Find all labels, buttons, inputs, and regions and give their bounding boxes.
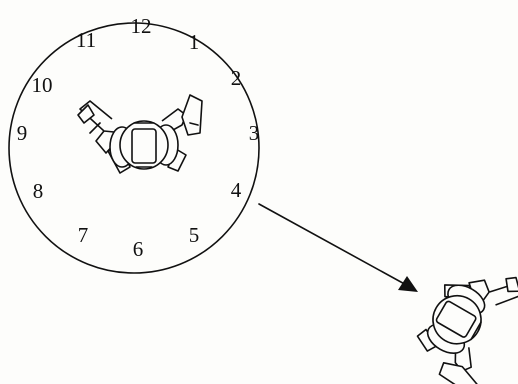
clock-numbers: 12 1 2 3 4 5 6 7 8 9 10 11 (17, 14, 260, 261)
clock-number-11: 11 (76, 28, 96, 52)
clock-number-10: 10 (32, 73, 53, 97)
clock-number-7: 7 (78, 223, 89, 247)
clock-number-3: 3 (249, 121, 260, 145)
direction-arrow (258, 203, 418, 292)
clock-number-6: 6 (133, 237, 144, 261)
arrow-head (398, 276, 418, 292)
robot-top-view-icon (77, 94, 203, 174)
robot-rotated-icon (416, 276, 518, 384)
clock-face (8, 22, 260, 274)
clock-number-4: 4 (231, 178, 242, 202)
clock-number-5: 5 (189, 223, 200, 247)
clock-number-8: 8 (33, 179, 44, 203)
clock-number-1: 1 (189, 30, 200, 54)
clock-number-2: 2 (231, 66, 242, 90)
clock-number-9: 9 (17, 121, 28, 145)
clock-number-12: 12 (131, 14, 152, 38)
